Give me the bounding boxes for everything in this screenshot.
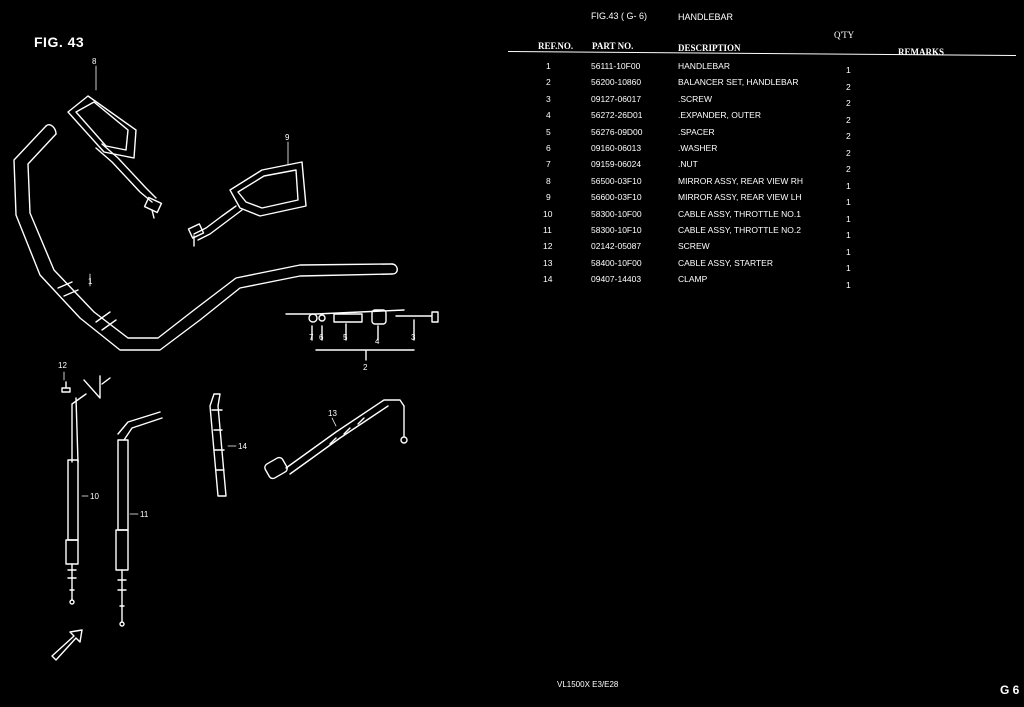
cell-ref-no: 7	[546, 159, 551, 169]
cell-qty: 1	[846, 214, 851, 224]
col-qty: Q'TY	[834, 30, 855, 40]
cell-ref-no: 1	[546, 61, 551, 71]
cell-qty: 2	[846, 148, 851, 158]
screw-drawing	[61, 375, 111, 399]
cell-description: .SCREW	[678, 94, 712, 104]
figure-reference: FIG.43 ( G- 6)	[591, 11, 648, 21]
callout-8: 8	[92, 57, 97, 66]
callout-3: 3	[411, 333, 416, 342]
cell-ref-no: 9	[546, 192, 551, 202]
cell-ref-no: 4	[546, 110, 551, 120]
cell-part-no: 58400-10F00	[591, 258, 642, 268]
col-part-no: PART NO.	[592, 41, 634, 51]
cell-part-no: 58300-10F00	[591, 209, 642, 219]
cell-part-no: 09127-06017	[591, 94, 642, 104]
cell-description: BALANCER SET, HANDLEBAR	[678, 77, 799, 87]
figure-label: FIG. 43	[34, 34, 85, 50]
cell-qty: 2	[846, 115, 851, 125]
cell-part-no: 56276-09D00	[591, 127, 643, 137]
throttle-cable-2-drawing	[115, 411, 163, 627]
cell-description: CABLE ASSY, STARTER	[678, 258, 773, 268]
cell-description: CABLE ASSY, THROTTLE NO.1	[678, 209, 801, 219]
page-number: G 6	[1000, 683, 1020, 697]
cell-part-no: 56500-03F10	[591, 176, 642, 186]
cell-qty: 1	[846, 181, 851, 191]
cell-part-no: 56111-10F00	[591, 61, 641, 71]
cell-qty: 1	[846, 65, 851, 75]
exploded-parts-diagram: 8 9 1 7 6 5 4 3 2 12 14 13 10 11	[13, 57, 439, 661]
col-description: DESCRIPTION	[678, 43, 741, 53]
cell-qty: 2	[846, 98, 851, 108]
balancer-set-drawing	[285, 309, 439, 361]
cell-part-no: 09160-06013	[591, 143, 642, 153]
cell-description: MIRROR ASSY, REAR VIEW LH	[678, 192, 802, 202]
cell-ref-no: 11	[543, 225, 552, 235]
cell-description: CLAMP	[678, 274, 708, 284]
cell-qty: 1	[846, 197, 851, 207]
callout-2: 2	[363, 363, 368, 372]
cell-part-no: 56272-26D01	[591, 110, 643, 120]
callout-7: 7	[309, 333, 314, 342]
cell-description: .NUT	[678, 159, 698, 169]
col-ref-no: REF.NO.	[538, 41, 574, 51]
figure-title: HANDLEBAR	[678, 12, 734, 22]
callout-numbers: 8 9 1 7 6 5 4 3 2 12 14 13 10 11	[58, 57, 416, 519]
cell-ref-no: 8	[546, 176, 551, 186]
callout-11: 11	[140, 510, 149, 519]
cell-ref-no: 12	[543, 241, 553, 251]
col-remarks: REMARKS	[898, 47, 945, 57]
cell-ref-no: 6	[546, 143, 551, 153]
cell-part-no: 56200-10860	[591, 77, 642, 87]
callout-6: 6	[319, 333, 324, 342]
cell-description: SCREW	[678, 241, 710, 251]
cell-ref-no: 10	[543, 209, 553, 219]
cell-part-no: 09407-14403	[591, 274, 642, 284]
cell-description: .WASHER	[678, 143, 718, 153]
cell-ref-no: 14	[543, 274, 553, 284]
cell-description: MIRROR ASSY, REAR VIEW RH	[678, 176, 804, 186]
cell-description: .SPACER	[678, 127, 715, 137]
callout-10: 10	[90, 492, 99, 501]
cell-ref-no: 3	[546, 94, 551, 104]
cell-ref-no: 5	[546, 127, 551, 137]
mirror-lh-drawing	[187, 161, 307, 247]
cell-description: CABLE ASSY, THROTTLE NO.2	[678, 225, 801, 235]
cell-qty: 1	[846, 230, 851, 240]
cell-qty: 1	[846, 263, 851, 273]
cell-part-no: 58300-10F10	[591, 225, 642, 235]
callout-4: 4	[375, 337, 380, 346]
cell-description: .EXPANDER, OUTER	[678, 110, 761, 120]
callout-1: 1	[88, 277, 93, 286]
callout-12: 12	[58, 361, 67, 370]
cell-qty: 1	[846, 280, 851, 290]
mirror-rh-drawing	[67, 95, 163, 219]
model-code: VL1500X E3/E28	[557, 680, 619, 689]
cell-part-no: 09159-06024	[591, 159, 642, 169]
cell-qty: 2	[846, 131, 851, 141]
starter-cable-drawing	[264, 399, 408, 480]
cell-qty: 2	[846, 164, 851, 174]
cell-description: HANDLEBAR	[678, 61, 730, 71]
cell-ref-no: 13	[543, 258, 553, 268]
callout-14: 14	[238, 442, 247, 451]
cell-qty: 1	[846, 247, 851, 257]
clamp-drawing	[209, 393, 227, 497]
cell-part-no: 56600-03F10	[591, 192, 642, 202]
cell-part-no: 02142-05087	[591, 241, 642, 251]
callout-9: 9	[285, 133, 290, 142]
callout-5: 5	[343, 333, 348, 342]
handlebar-drawing	[13, 124, 398, 351]
callout-13: 13	[328, 409, 337, 418]
throttle-cable-1-drawing	[65, 393, 87, 605]
cell-qty: 2	[846, 82, 851, 92]
front-arrow-icon	[51, 629, 83, 661]
leader-lines	[63, 65, 337, 515]
cell-ref-no: 2	[546, 77, 551, 87]
